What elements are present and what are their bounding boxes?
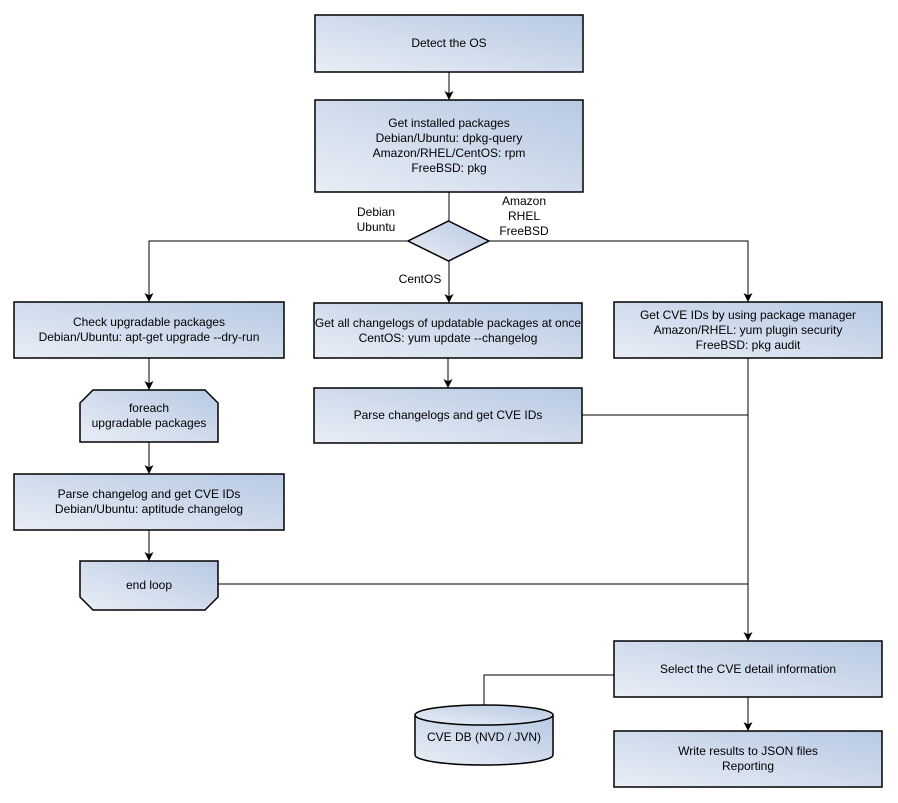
write-results-box: [613, 730, 883, 788]
edge-cve-db-to-select: [483, 674, 614, 705]
get-cve-ids-box: [613, 301, 883, 359]
edge-decision-to-get-cve-ids: [489, 240, 753, 302]
select-cve-detail-box: [613, 640, 883, 698]
os-decision-diamond: [406, 220, 491, 262]
end-loop-shape: [79, 560, 219, 611]
check-upgradable-box: [13, 301, 285, 359]
foreach-loop-shape: [79, 389, 219, 443]
get-installed-packages-box: [314, 99, 584, 193]
edge-decision-to-check-upgradable: [144, 240, 408, 302]
parse-changelogs-box: [313, 387, 583, 444]
cve-db-cylinder-top: [414, 704, 554, 726]
detect-os-box: [314, 14, 584, 73]
get-all-changelogs-box: [313, 302, 583, 359]
parse-changelog-deb-box: [13, 473, 285, 531]
cve-db-cylinder-body: [414, 715, 554, 766]
